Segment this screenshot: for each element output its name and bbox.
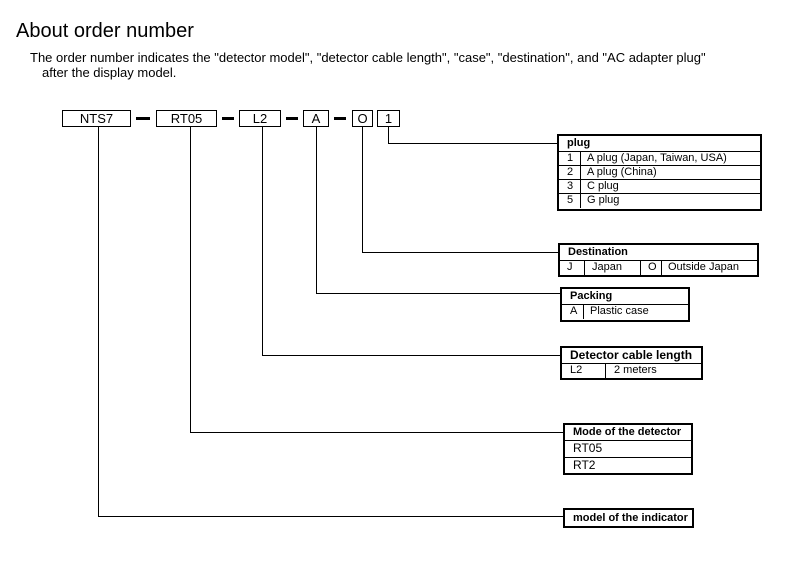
destination-code: O [641, 261, 662, 275]
connector-cable [262, 127, 263, 356]
packing-desc: Plastic case [590, 305, 649, 317]
connector-indicator [98, 516, 563, 517]
code-segment-packing: A [303, 110, 329, 127]
table-row: 3 C plug [559, 180, 760, 194]
destination-table-title: Destination [560, 245, 757, 261]
indicator-table: model of the indicator [563, 508, 694, 528]
code-segment-cable: L2 [239, 110, 281, 127]
cable-desc: 2 meters [614, 364, 657, 376]
connector-packing [316, 127, 317, 294]
plug-code: 2 [559, 166, 581, 179]
table-row: L2 2 meters [562, 364, 701, 378]
table-row: J Japan O Outside Japan [560, 261, 757, 275]
connector-destination [362, 127, 363, 253]
connector-packing [316, 293, 560, 294]
cable-table: Detector cable length L2 2 meters [560, 346, 703, 380]
plug-desc: A plug (China) [587, 166, 657, 178]
packing-table-title: Packing [562, 289, 688, 305]
destination-code: J [560, 261, 585, 275]
detector-item: RT2 [573, 458, 596, 472]
plug-code: 1 [559, 152, 581, 165]
packing-code: A [562, 305, 584, 319]
code-segment-model: NTS7 [62, 110, 131, 127]
code-segment-destination: O [352, 110, 373, 127]
packing-table: Packing A Plastic case [560, 287, 690, 322]
plug-desc: A plug (Japan, Taiwan, USA) [587, 152, 727, 164]
connector-detector [190, 127, 191, 433]
detector-item: RT05 [565, 441, 691, 458]
cable-table-title: Detector cable length [562, 348, 701, 364]
connector-destination [362, 252, 558, 253]
code-segment-detector: RT05 [156, 110, 217, 127]
table-row: 1 A plug (Japan, Taiwan, USA) [559, 152, 760, 166]
connector-detector [190, 432, 563, 433]
connector-indicator [98, 127, 99, 517]
plug-table: plug 1 A plug (Japan, Taiwan, USA) 2 A p… [557, 134, 762, 211]
plug-desc: C plug [587, 180, 619, 192]
intro-line-2: after the display model. [42, 65, 177, 80]
indicator-table-title: model of the indicator [573, 512, 688, 524]
code-separator [136, 117, 150, 120]
connector-cable [262, 355, 560, 356]
page-title: About order number [16, 20, 194, 42]
table-row: A Plastic case [562, 305, 688, 319]
plug-table-title: plug [559, 136, 760, 152]
table-row: 2 A plug (China) [559, 166, 760, 180]
cable-code: L2 [562, 364, 606, 378]
connector-plug [388, 143, 558, 144]
code-separator [334, 117, 346, 120]
connector-plug [388, 127, 389, 143]
detector-table: Mode of the detector RT05 RT2 [563, 423, 693, 475]
table-row: 5 G plug [559, 194, 760, 208]
destination-table: Destination J Japan O Outside Japan [558, 243, 759, 277]
plug-code: 5 [559, 194, 581, 208]
code-separator [286, 117, 298, 120]
intro-line-1: The order number indicates the "detector… [30, 50, 706, 65]
code-separator [222, 117, 234, 120]
intro-text: The order number indicates the "detector… [30, 50, 770, 80]
plug-desc: G plug [587, 194, 620, 206]
destination-desc: Japan [585, 261, 641, 275]
detector-table-title: Mode of the detector [565, 425, 691, 441]
code-segment-plug: 1 [377, 110, 400, 127]
destination-desc: Outside Japan [668, 261, 739, 273]
plug-code: 3 [559, 180, 581, 193]
